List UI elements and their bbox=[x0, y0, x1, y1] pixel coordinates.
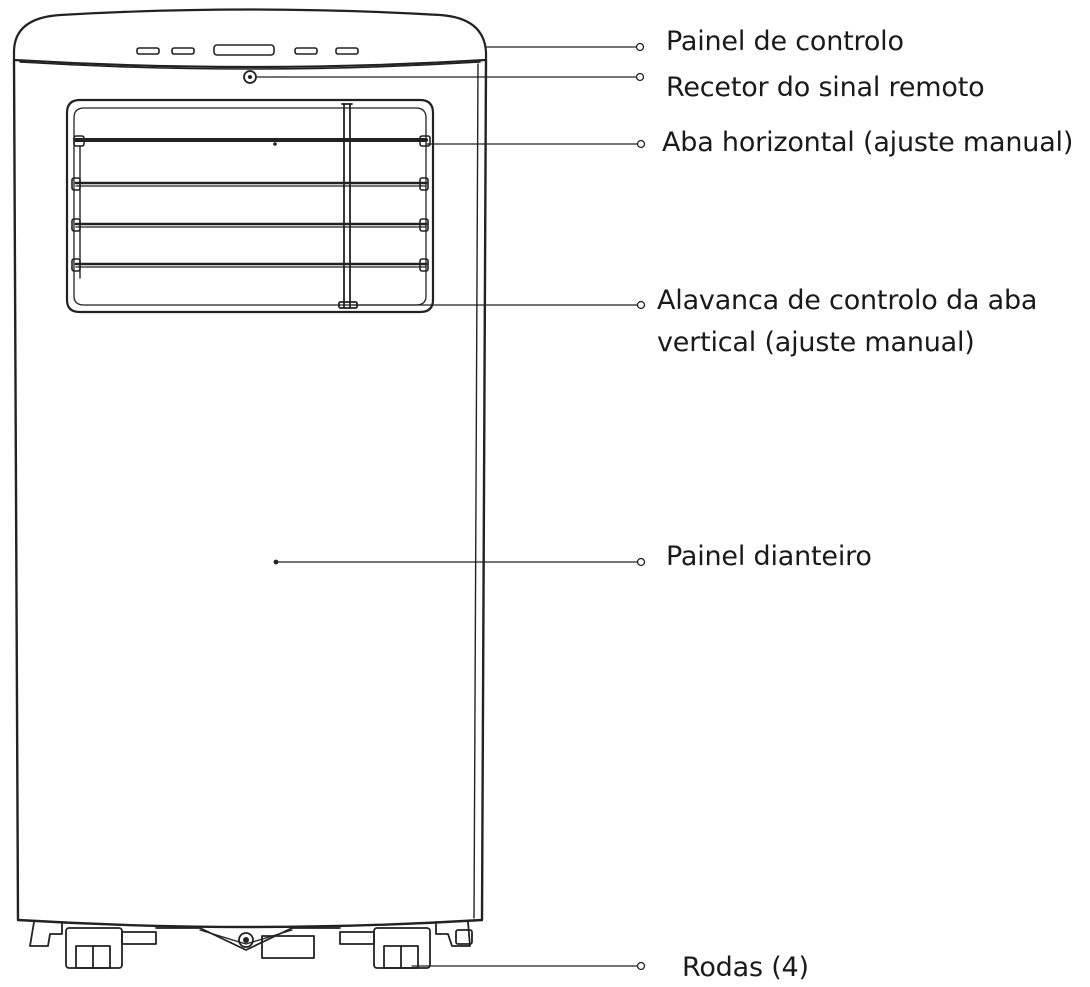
vertical-flap-lever bbox=[338, 103, 358, 309]
label-control-panel: Painel de controlo bbox=[666, 26, 904, 57]
top-cap bbox=[12, 8, 488, 69]
flap-end-caps bbox=[71, 135, 431, 279]
label-horizontal-flap: Aba horizontal (ajuste manual) bbox=[662, 127, 1074, 158]
label-wheels: Rodas (4) bbox=[682, 952, 809, 983]
body-inner-right-edge bbox=[473, 63, 479, 919]
label-vertical-lever-line1: Alavanca de controlo da aba bbox=[657, 285, 1038, 316]
leader-lines bbox=[255, 46, 638, 967]
drain-plug-icon bbox=[238, 932, 254, 948]
top-cap-lower-edge bbox=[19, 61, 481, 70]
control-buttons bbox=[136, 44, 359, 56]
unit-body bbox=[12, 58, 488, 929]
horizontal-flaps bbox=[74, 138, 428, 268]
remote-receiver-icon bbox=[243, 70, 257, 84]
label-vertical-lever-line2: vertical (ajuste manual) bbox=[657, 327, 975, 358]
label-remote-receiver: Recetor do sinal remoto bbox=[666, 72, 985, 103]
flap-center-dot bbox=[273, 142, 277, 146]
base-assembly bbox=[29, 921, 473, 969]
label-front-panel: Painel dianteiro bbox=[666, 541, 872, 572]
air-outlet-grille bbox=[65, 98, 435, 314]
leader-end-markers bbox=[635, 42, 646, 971]
